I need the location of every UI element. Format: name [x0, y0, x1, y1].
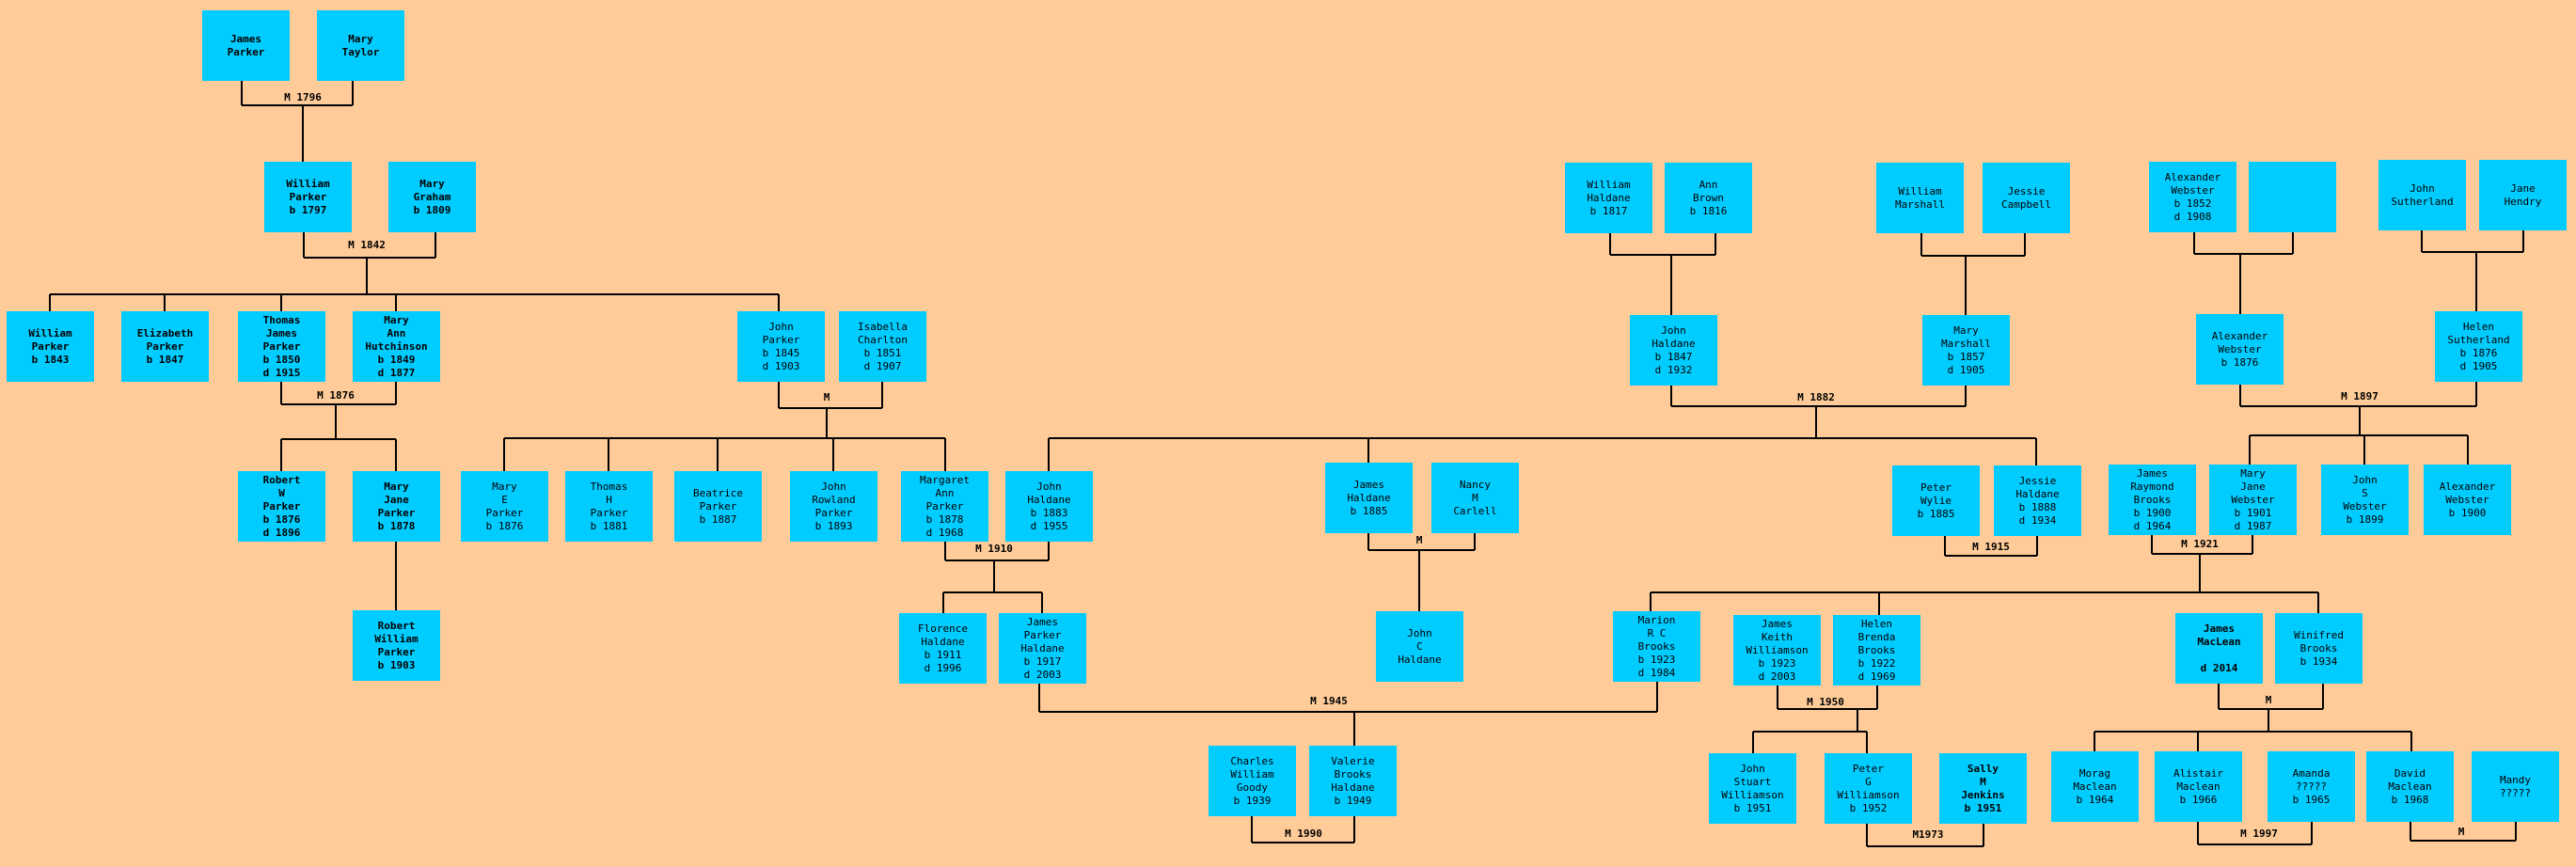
marriage-label-maclean-brooks: M: [2263, 694, 2274, 706]
person-james-haldane-1885[interactable]: James Haldane b 1885: [1325, 463, 1413, 533]
person-nancy-m-carlell[interactable]: Nancy M Carlell: [1431, 463, 1519, 533]
person-margaret-ann-parker[interactable]: Margaret Ann Parker b 1878 d 1968: [901, 471, 988, 542]
marriage-label-parker-charlton: M: [821, 391, 832, 403]
person-thomas-h-parker[interactable]: Thomas H Parker b 1881: [565, 471, 653, 542]
person-mary-graham[interactable]: Mary Graham b 1809: [388, 162, 476, 232]
person-alistair-maclean[interactable]: Alistair Maclean b 1966: [2155, 751, 2242, 822]
person-david-maclean[interactable]: David Maclean b 1968: [2366, 751, 2454, 822]
marriage-label-1997: M 1997: [2238, 828, 2280, 840]
person-thomas-james-parker[interactable]: Thomas James Parker b 1850 d 1915: [238, 311, 325, 382]
person-james-maclean[interactable]: James MacLean d 2014: [2175, 613, 2263, 684]
person-beatrice-parker[interactable]: Beatrice Parker b 1887: [674, 471, 762, 542]
person-mary-e-parker[interactable]: Mary E Parker b 1876: [461, 471, 548, 542]
person-charles-william-goody[interactable]: Charles William Goody b 1939: [1209, 746, 1296, 816]
person-james-keith-williamson[interactable]: James Keith Williamson b 1923 d 2003: [1733, 615, 1821, 686]
person-jessie-haldane[interactable]: Jessie Haldane b 1888 d 1934: [1994, 465, 2081, 536]
person-amanda[interactable]: Amanda ????? b 1965: [2268, 751, 2355, 822]
person-james-raymond-brooks[interactable]: James Raymond Brooks b 1900 d 1964: [2109, 465, 2196, 535]
person-john-sutherland[interactable]: John Sutherland: [2378, 160, 2466, 230]
person-john-rowland-parker[interactable]: John Rowland Parker b 1893: [790, 471, 877, 542]
person-mary-marshall[interactable]: Mary Marshall b 1857 d 1905: [1922, 315, 2010, 386]
person-john-s-webster[interactable]: John S Webster b 1899: [2321, 465, 2409, 535]
marriage-label-1915: M 1915: [1970, 541, 2012, 553]
person-helen-sutherland[interactable]: Helen Sutherland b 1876 d 1905: [2435, 311, 2522, 382]
person-william-haldane[interactable]: William Haldane b 1817: [1565, 163, 1652, 233]
marriage-label-1921: M 1921: [2179, 538, 2220, 550]
person-alexander-webster-1900[interactable]: Alexander Webster b 1900: [2424, 465, 2511, 535]
marriage-label-1910: M 1910: [973, 543, 1015, 555]
person-mary-ann-hutchinson[interactable]: Mary Ann Hutchinson b 1849 d 1877: [353, 311, 440, 382]
person-mandy[interactable]: Mandy ?????: [2472, 751, 2559, 822]
person-james-parker[interactable]: James Parker: [202, 10, 290, 81]
person-sally-m-jenkins[interactable]: Sally M Jenkins b 1951: [1939, 753, 2027, 824]
person-helen-brenda-brooks[interactable]: Helen Brenda Brooks b 1922 d 1969: [1833, 615, 1920, 686]
person-winifred-brooks[interactable]: Winifred Brooks b 1934: [2275, 613, 2363, 684]
person-jessie-campbell[interactable]: Jessie Campbell: [1983, 163, 2070, 233]
marriage-label-1897: M 1897: [2339, 390, 2380, 402]
person-robert-w-parker[interactable]: Robert W Parker b 1876 d 1896: [238, 471, 325, 542]
person-peter-g-williamson[interactable]: Peter G Williamson b 1952: [1825, 753, 1912, 824]
person-florence-haldane[interactable]: Florence Haldane b 1911 d 1996: [899, 613, 987, 684]
marriage-label-1990: M 1990: [1283, 828, 1324, 840]
person-marion-r-c-brooks[interactable]: Marion R C Brooks b 1923 d 1984: [1613, 611, 1700, 682]
person-john-stuart-williamson[interactable]: John Stuart Williamson b 1951: [1709, 753, 1796, 824]
person-james-parker-haldane[interactable]: James Parker Haldane b 1917 d 2003: [999, 613, 1086, 684]
person-elizabeth-parker[interactable]: Elizabeth Parker b 1847: [121, 311, 209, 382]
marriage-label-haldane-carlell: M: [1414, 534, 1425, 546]
marriage-label-david-mandy: M: [2456, 826, 2467, 838]
person-jane-hendry[interactable]: Jane Hendry: [2479, 160, 2567, 230]
person-john-parker-1845[interactable]: John Parker b 1845 d 1903: [737, 311, 825, 382]
person-john-c-haldane[interactable]: John C Haldane: [1376, 611, 1463, 682]
marriage-label-1876: M 1876: [315, 389, 356, 402]
person-alexander-webster-1876[interactable]: Alexander Webster b 1876: [2196, 314, 2284, 385]
person-alexander-webster-1852[interactable]: Alexander Webster b 1852 d 1908: [2149, 162, 2236, 232]
person-isabella-charlton[interactable]: Isabella Charlton b 1851 d 1907: [839, 311, 926, 382]
marriage-label-1796: M 1796: [282, 91, 324, 103]
person-mary-jane-webster[interactable]: Mary Jane Webster b 1901 d 1987: [2209, 465, 2297, 535]
person-valerie-brooks-haldane[interactable]: Valerie Brooks Haldane b 1949: [1309, 746, 1397, 816]
marriage-label-1842: M 1842: [346, 239, 387, 251]
person-mary-jane-parker[interactable]: Mary Jane Parker b 1878: [353, 471, 440, 542]
person-ann-brown[interactable]: Ann Brown b 1816: [1665, 163, 1752, 233]
marriage-label-1945: M 1945: [1308, 695, 1350, 707]
marriage-label-1973: M1973: [1910, 828, 1946, 841]
person-william-marshall[interactable]: William Marshall: [1876, 163, 1964, 233]
person-mary-taylor[interactable]: Mary Taylor: [317, 10, 404, 81]
marriage-label-1950: M 1950: [1805, 696, 1846, 708]
person-unknown-spouse[interactable]: [2249, 162, 2336, 232]
person-william-parker-1843[interactable]: William Parker b 1843: [7, 311, 94, 382]
person-robert-william-parker[interactable]: Robert William Parker b 1903: [353, 610, 440, 681]
person-peter-wylie[interactable]: Peter Wylie b 1885: [1892, 465, 1980, 536]
person-john-haldane-1883[interactable]: John Haldane b 1883 d 1955: [1005, 471, 1093, 542]
person-william-parker-1797[interactable]: William Parker b 1797: [264, 162, 352, 232]
person-john-haldane-1847[interactable]: John Haldane b 1847 d 1932: [1630, 315, 1717, 386]
person-morag-maclean[interactable]: Morag Maclean b 1964: [2051, 751, 2139, 822]
marriage-label-1882: M 1882: [1795, 391, 1837, 403]
